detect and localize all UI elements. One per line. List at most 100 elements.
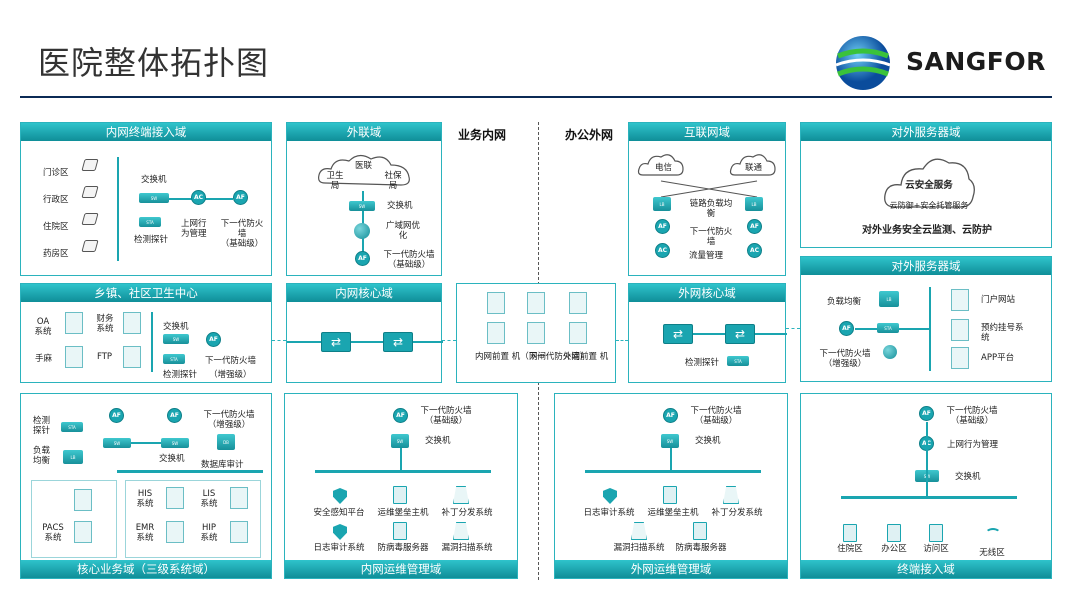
load-balancer-icon: LB	[879, 291, 899, 307]
server-icon	[230, 521, 248, 543]
firewall-label: 下一代防火墙 （基础级）	[420, 406, 472, 426]
ops-item-label: 补丁分发系统	[711, 508, 763, 518]
link-line	[755, 333, 787, 335]
ops-item-label: 运维堡垒主机	[647, 508, 699, 518]
switch-label: 交换机	[163, 322, 189, 332]
enhanced-label: （增强级）	[209, 370, 252, 380]
area-label: 办公区	[881, 544, 907, 554]
server-icon	[487, 322, 505, 344]
pacs-label: PACS 系统	[42, 523, 64, 543]
vuln-scan-icon	[453, 522, 469, 540]
camera-icon	[81, 186, 99, 198]
hip-label: HIP 系统	[200, 523, 218, 543]
security-platform-icon	[333, 488, 347, 504]
server-icon	[166, 521, 184, 543]
probe-icon: STA	[139, 217, 161, 227]
panel-terminal-access: 内网终端接入域 门诊区 行政区 住院区 药房区 交换机 SW AC AF STA…	[20, 122, 272, 276]
server-icon	[65, 346, 83, 368]
gap-icon	[527, 322, 545, 344]
bastion-host-icon	[663, 486, 677, 504]
cloud-service-label: 云安全服务	[905, 180, 953, 191]
access-line	[151, 312, 153, 372]
server-icon	[527, 292, 545, 314]
lis-label: LIS 系统	[200, 489, 218, 509]
firewall-label: 下一代防火墙	[205, 356, 257, 366]
panel-interconnect: 互联网域 电信 联通 LB LB 链路负载均 衡 AF AF 下一代防火 墙 A…	[628, 122, 786, 276]
sangfor-globe-icon	[835, 36, 891, 90]
panel-title: 外网运维管理域	[555, 560, 787, 578]
link-line	[287, 341, 321, 343]
switch-icon: SW	[161, 438, 189, 448]
network-bus	[315, 470, 491, 473]
link-township-core	[272, 340, 286, 341]
antivirus-icon	[393, 522, 407, 540]
access-line	[929, 287, 931, 371]
panel-title: 核心业务域（三级系统域）	[21, 560, 271, 578]
load-balancer-icon: LB	[745, 197, 763, 211]
db-audit-icon: DB	[217, 434, 235, 450]
firewall-label: 下一代防火 墙 （基础级）	[220, 219, 264, 249]
area-label: 行政区	[43, 195, 69, 205]
pacs-box: PACS 系统	[31, 480, 117, 558]
server-icon	[569, 322, 587, 344]
firewall-label: 下一代防火墙 （基础级）	[946, 406, 998, 426]
firewall-icon: AF	[355, 251, 370, 266]
zone-office-extranet: 办公外网	[565, 128, 614, 142]
firewall-icon: AF	[919, 406, 934, 421]
cloud-icon	[318, 154, 410, 186]
vuln-scan-icon	[631, 522, 647, 540]
link-line	[855, 328, 877, 330]
ops-item-label: 防病毒服务器	[675, 543, 727, 553]
panel-title: 对外服务器域	[801, 257, 1051, 275]
firewall-label: 下一代防火墙 （基础级）	[690, 406, 742, 426]
cloud-service-icon	[884, 158, 975, 208]
probe-icon: STA	[877, 323, 899, 333]
area-label: 门诊区	[43, 168, 69, 178]
link-line	[351, 341, 383, 343]
probe-label: 检测探针	[134, 235, 169, 245]
ops-item-label: 日志审计系统	[583, 508, 635, 518]
probe-label: 检测 探针	[33, 416, 51, 436]
link-core-front	[442, 340, 456, 341]
firewall-icon: AF	[167, 408, 182, 423]
switch-label: 交换机	[141, 175, 167, 185]
core-switch-icon: ⇄	[321, 332, 351, 352]
firewall-icon: AF	[663, 408, 678, 423]
link-extcore-service	[786, 328, 800, 329]
cloud-label-health: 卫生 局	[326, 171, 344, 191]
server-icon	[487, 292, 505, 314]
panel-core-business: 核心业务域（三级系统域） 检测 探针 STA 负载 均衡 LB AF AF 下一…	[20, 393, 272, 579]
lb-label: 负载均衡	[827, 297, 862, 307]
firewall-icon: AF	[233, 190, 248, 205]
antivirus-icon	[693, 522, 707, 540]
finance-label: 财务 系统	[96, 314, 114, 334]
firewall-label: 下一代防火墙 （增强级）	[203, 410, 255, 430]
switch-label: 交换机	[425, 436, 451, 446]
panel-title: 对外服务器域	[801, 123, 1051, 141]
behavior-mgmt-icon: AC	[191, 190, 206, 205]
panel-title: 外网核心域	[629, 284, 785, 302]
ops-item-label: 漏洞扫描系统	[613, 543, 665, 553]
server-icon	[74, 489, 92, 511]
panel-title: 内网终端接入域	[21, 123, 271, 141]
panel-title: 乡镇、社区卫生中心	[21, 284, 271, 302]
area-label: 访问区	[923, 544, 949, 554]
page-title: 医院整体拓扑图	[38, 44, 270, 82]
probe-icon: STA	[727, 356, 749, 366]
area-label: 药房区	[43, 249, 69, 259]
flow-mgmt-icon: AC	[655, 243, 670, 258]
firewall-label: 下一代防火墙 （增强级）	[819, 349, 871, 369]
switch-icon: SW	[103, 438, 131, 448]
firewall-icon: AF	[839, 321, 854, 336]
cloud-slogan: 对外业务安全云监测、云防护	[862, 225, 992, 236]
isp-unicom-label: 联通	[745, 163, 763, 173]
terminal-icon	[929, 524, 943, 542]
panel-intranet-ops: 内网运维管理域 AF 下一代防火墙 （基础级） SW 交换机 安全感知平台 运维…	[284, 393, 518, 579]
server-icon	[569, 292, 587, 314]
behavior-mgmt-label: 上网行为管理	[947, 440, 999, 450]
server-icon	[74, 521, 92, 543]
panel-title: 内网运维管理域	[285, 560, 517, 578]
firewall-icon: AF	[747, 219, 762, 234]
wan-label: 广域网优 化	[385, 221, 420, 241]
firewall-icon: AF	[109, 408, 124, 423]
